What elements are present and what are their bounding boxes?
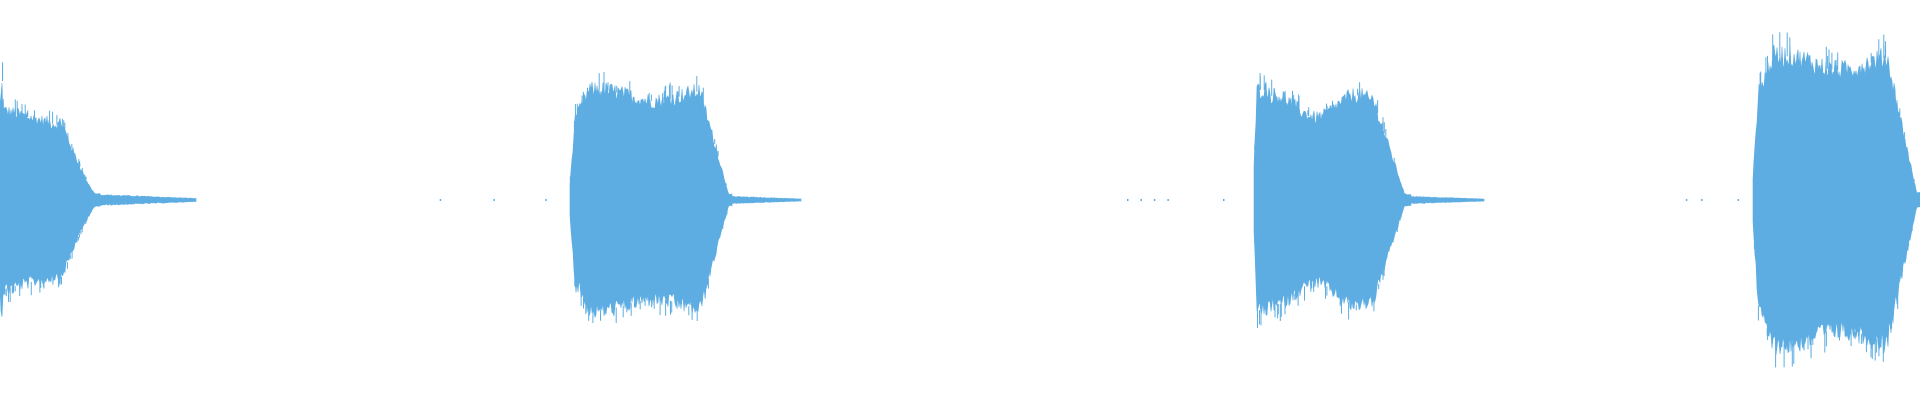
waveform-speck xyxy=(1223,199,1225,201)
waveform-burst xyxy=(1752,44,1920,356)
waveform-burst xyxy=(0,83,101,317)
waveform-speck xyxy=(493,199,495,201)
waveform-speck xyxy=(1167,199,1169,201)
waveform-speck xyxy=(1153,199,1156,201)
waveform-burst xyxy=(99,193,197,206)
waveform-group xyxy=(0,32,1920,368)
waveform-speck xyxy=(1685,199,1688,201)
waveform-speck xyxy=(545,199,547,201)
waveform-speck xyxy=(1701,199,1703,201)
waveform-speck xyxy=(1140,199,1142,201)
waveform-speck xyxy=(439,199,442,201)
waveform-speck xyxy=(1127,199,1129,201)
waveform-burst xyxy=(1253,82,1412,316)
waveform-burst xyxy=(569,81,733,319)
waveform-burst xyxy=(731,195,802,204)
waveform-burst xyxy=(1410,196,1485,205)
waveform-speck xyxy=(1737,199,1740,201)
